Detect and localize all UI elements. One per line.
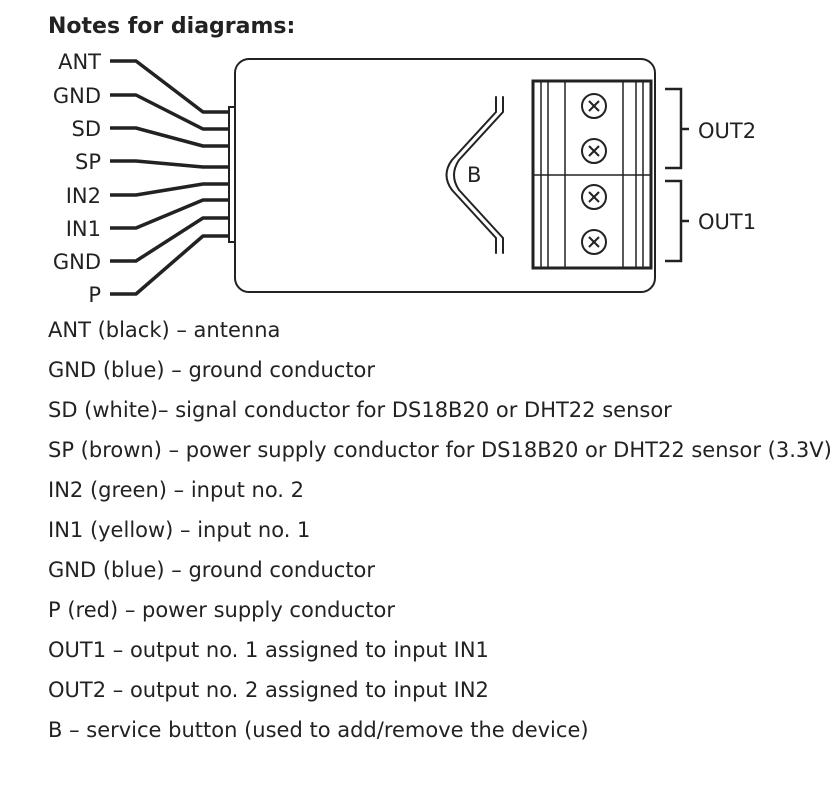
terminal-screw-1 <box>581 93 607 119</box>
wire-p <box>110 234 229 296</box>
wiring-diagram: ANT GND SD SP IN2 IN1 GND P B <box>53 50 756 307</box>
terminal-screw-3 <box>581 184 607 210</box>
wire-label-in1: IN1 <box>66 217 101 241</box>
terminal-screw-2 <box>581 138 607 164</box>
wire-label-sp: SP <box>75 150 101 174</box>
note-item: SD (white)– signal conductor for DS18B20… <box>48 398 672 422</box>
service-button-label: B <box>467 163 481 187</box>
note-item: SP (brown) – power supply conductor for … <box>48 438 832 462</box>
wire-sd <box>110 126 229 148</box>
wire-group <box>110 59 229 296</box>
note-item: OUT1 – output no. 1 assigned to input IN… <box>48 638 489 662</box>
wire-gnd-1 <box>110 93 229 131</box>
note-item: OUT2 – output no. 2 assigned to input IN… <box>48 678 489 702</box>
terminal-block <box>531 79 653 270</box>
output-label-out1: OUT1 <box>698 210 756 234</box>
wire-label-gnd-1: GND <box>53 84 101 108</box>
wire-label-gnd-2: GND <box>53 250 101 274</box>
output-brackets <box>665 87 689 263</box>
wire-gnd-2 <box>110 216 229 263</box>
wire-ant <box>110 59 229 114</box>
wire-sp <box>110 159 229 169</box>
wire-in1 <box>110 198 229 230</box>
output-label-out2: OUT2 <box>698 119 756 143</box>
page-title: Notes for diagrams: <box>48 14 296 39</box>
service-button <box>445 96 504 254</box>
note-item: B – service button (used to add/remove t… <box>48 718 589 742</box>
bracket-out2 <box>665 87 683 170</box>
wire-label-in2: IN2 <box>66 184 101 208</box>
bracket-out1 <box>665 179 683 263</box>
note-item: IN1 (yellow) – input no. 1 <box>48 518 311 542</box>
wire-label-p: P <box>88 283 101 307</box>
note-item: GND (blue) – ground conductor <box>48 558 376 582</box>
note-item: IN2 (green) – input no. 2 <box>48 478 305 502</box>
wire-in2 <box>110 182 229 197</box>
notes-list: ANT (black) – antenna GND (blue) – groun… <box>48 317 833 757</box>
wire-label-ant: ANT <box>58 50 101 74</box>
note-item: P (red) – power supply conductor <box>48 598 396 622</box>
note-item: GND (blue) – ground conductor <box>48 358 376 382</box>
note-item: ANT (black) – antenna <box>48 318 281 342</box>
wire-connector <box>228 106 236 243</box>
wire-label-sd: SD <box>71 117 101 141</box>
terminal-screw-4 <box>581 229 607 255</box>
